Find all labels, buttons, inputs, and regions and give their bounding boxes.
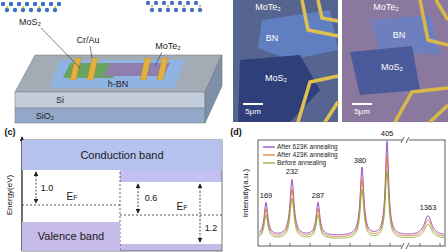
spectrum-curve — [259, 141, 444, 234]
peak-label: 380 — [354, 157, 367, 165]
legend: After 623K annealingAfter 423K annealing… — [263, 143, 338, 167]
flake-label: BN — [393, 31, 406, 40]
band-label: Valence band — [38, 230, 104, 242]
peak-label: 405 — [381, 130, 394, 138]
legend-text: Before annealing — [277, 160, 326, 167]
scale-bar-label: 5μm — [245, 108, 261, 116]
flake-label: MoTe₂ — [373, 3, 399, 12]
legend-line-sample — [263, 152, 275, 158]
layer-label: MoS₂ — [19, 18, 41, 27]
layer-label: MoTe₂ — [155, 42, 181, 51]
layer-label: SiO₂ — [36, 112, 55, 121]
scale-bar-label: 5μm — [354, 108, 370, 116]
spectrum-curve — [259, 171, 444, 238]
optical-image — [233, 0, 338, 122]
fermi-level-label: EF — [177, 202, 188, 212]
flake-label: MoS₂ — [265, 74, 287, 83]
layer-label: h-BN — [108, 80, 129, 89]
gap-value: 1.2 — [205, 224, 218, 233]
legend-entry: Before annealing — [263, 159, 338, 167]
layer-label: Si — [56, 96, 64, 105]
energy-band: Conduction band — [22, 140, 222, 170]
spectrum-curve — [259, 156, 444, 236]
axis-title: Intensity(a.u.) — [242, 169, 250, 217]
legend-entry: After 423K annealing — [263, 151, 338, 159]
panel-label: (d) — [230, 128, 242, 137]
flake-label: MoS₂ — [381, 63, 403, 72]
fermi-level-label: EF — [67, 192, 78, 202]
band-diagram — [22, 137, 222, 251]
flake-label: MoTe₂ — [255, 3, 281, 12]
flake-label: BN — [266, 34, 279, 43]
optical-image — [342, 0, 448, 122]
panel-label: (c) — [5, 128, 16, 137]
device-schematic — [15, 28, 222, 123]
legend-entry: After 623K annealing — [263, 143, 338, 151]
legend-text: After 423K annealing — [277, 152, 338, 159]
legend-text: After 623K annealing — [277, 144, 338, 151]
peak-label: 169 — [260, 192, 273, 200]
electrode-label: Cr/Au — [76, 36, 99, 45]
band-label: Conduction band — [80, 149, 163, 161]
legend-line-sample — [263, 144, 275, 150]
peak-label: 1363 — [420, 204, 437, 212]
gap-value: 1.0 — [41, 184, 54, 193]
raman-spectra — [259, 141, 444, 238]
axis-title: Energy(eV) — [6, 175, 14, 215]
peak-label: 232 — [286, 168, 299, 176]
legend-line-sample — [263, 160, 275, 166]
atom-lattice — [1, 1, 202, 12]
peak-label: 287 — [312, 192, 325, 200]
spectrum-axes — [258, 137, 445, 249]
energy-band: Valence band — [22, 222, 120, 251]
gap-value: 0.6 — [145, 194, 158, 203]
